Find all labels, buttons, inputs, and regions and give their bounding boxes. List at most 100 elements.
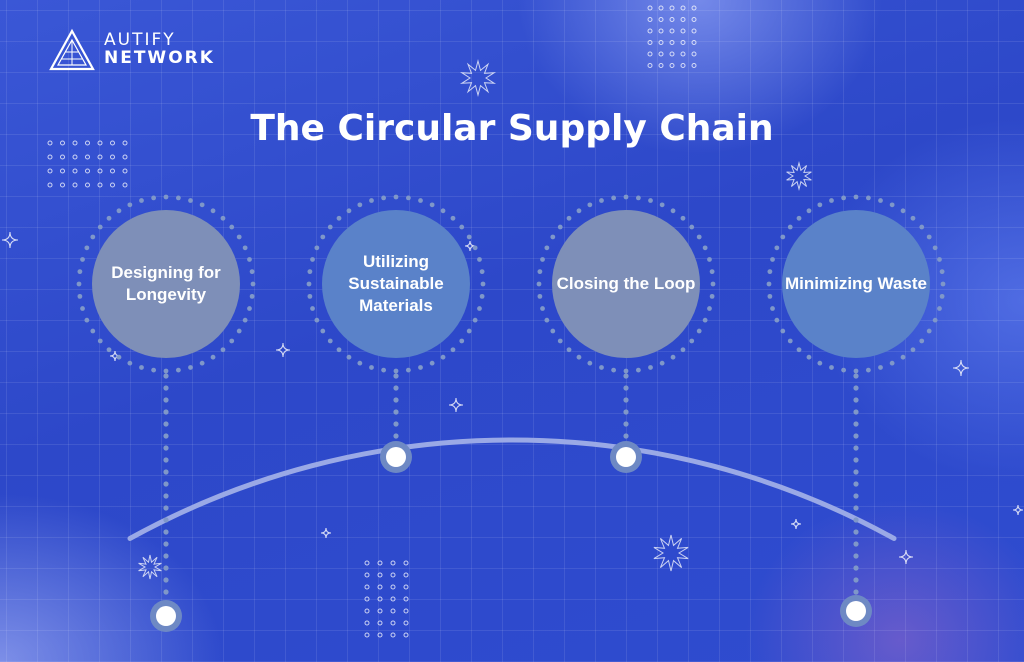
connector-dot [393,433,399,439]
ring-dot [307,269,313,275]
ring-dot [381,195,387,201]
ring-dot [566,347,572,353]
dot-grid-bottom [377,620,383,626]
step-label-utilizing-sustainable-materials: Utilizing Sustainable Materials [348,251,444,316]
dot-grid-left [110,168,115,174]
connector-dot [163,457,169,463]
ring-dot [900,354,906,360]
connector-dot [163,373,169,379]
connector-dot [853,385,859,391]
dot-grid-bottom [377,608,383,614]
ring-dot [472,317,478,323]
ring-dot [689,224,695,230]
ring-dot [817,360,823,366]
ring-dot [878,365,883,370]
dot-grid-bottom [390,632,396,638]
ring-dot [77,269,83,275]
ring-dot [940,281,946,287]
ring-dot [557,338,563,344]
ring-dot [459,224,465,230]
starburst-icon [653,534,689,572]
ring-dot [648,198,653,203]
dot-grid-bottom [390,560,396,566]
ring-dot [889,360,895,366]
ring-dot [680,347,686,353]
ring-dot [635,367,641,373]
ring-dot [84,245,90,251]
connector-dot [163,493,169,499]
connector-dot [853,529,859,535]
ring-dot [544,317,550,323]
dot-grid-top [680,63,686,68]
ring-dot [910,215,916,221]
ring-dot [702,245,708,251]
ring-dot [106,347,112,353]
ring-dot [623,368,629,374]
dot-grid-top [669,40,675,45]
ring-dot [767,293,773,299]
ring-dot [550,328,556,334]
ring-dot [466,234,472,240]
sparkle-icon [464,240,476,252]
ring-dot [90,234,96,240]
dot-grid-top [680,51,686,57]
ring-dot [576,354,582,360]
arc-node-center [156,606,176,626]
ring-dot [393,194,399,200]
ring-dot [459,338,465,344]
ring-dot [306,281,312,287]
dot-grid-top [691,28,697,34]
connector-dot [163,505,169,511]
connector-dot [853,493,859,499]
connector-dot [853,577,859,583]
dot-grid-bottom [390,584,396,590]
dot-grid-bottom [364,572,370,578]
connector-dot [163,577,169,583]
starburst-icon [138,554,162,580]
connector-dot [853,553,859,559]
sparkle-icon [1,231,19,249]
ring-dot [210,354,216,360]
dot-grid-bottom [403,584,409,590]
connector-dot [853,445,859,451]
connectors [163,373,859,595]
dot-grid-left [122,140,128,146]
ring-dot [450,347,456,353]
step-circles [92,210,930,358]
arc-node-center [846,601,866,621]
dot-grid-bottom [377,632,383,638]
step-label-closing-the-loop: Closing the Loop [556,273,696,293]
dot-grid-top [647,17,653,22]
dot-grid-bottom [390,620,396,626]
ring-dot [127,360,133,366]
ring-dot [336,215,342,221]
ring-dot [175,367,181,373]
dot-grid-left [60,140,65,146]
ring-dot [939,269,945,275]
connector-dot [393,409,399,415]
dot-grid-left [47,168,53,174]
ring-dot [381,367,387,373]
connector-dot [853,565,859,571]
ring-dot [932,317,938,323]
step-label-minimizing-waste: Minimizing Waste [785,273,927,293]
connector-dot [623,373,629,379]
ring-dot [247,257,252,262]
connector-dot [393,397,399,403]
step-circle-closing-the-loop [552,210,700,358]
decorations [1,5,1024,638]
dot-grid-top [680,17,686,22]
ring-dot [477,257,482,262]
dot-grid-top [647,40,653,45]
connector-dot [163,385,169,391]
ring-dot [853,194,859,200]
dot-grid-top [680,28,686,34]
dot-grid-top [658,17,664,22]
ring-dot [327,338,333,344]
dot-grid-left [85,154,90,160]
dot-grid-bottom [403,608,409,614]
dot-grid-bottom [403,632,409,638]
dot-grid-bottom [403,560,409,566]
ring-dot [540,306,545,311]
